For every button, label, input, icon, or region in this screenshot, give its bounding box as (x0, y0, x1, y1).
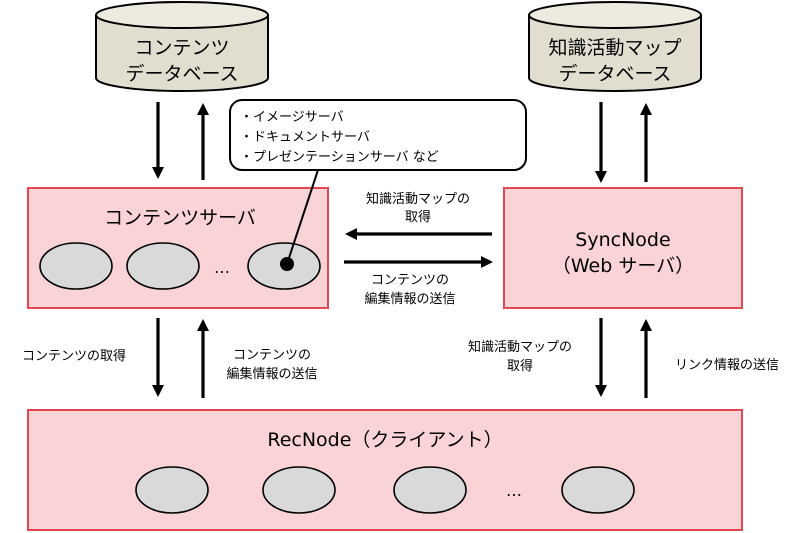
client-node-2 (262, 466, 336, 514)
callout-item-3: ・プレゼンテーションサーバ など (240, 150, 439, 165)
client-node-ellipsis: … (506, 481, 522, 500)
label-send-edit-left-2: 編集情報の送信 (226, 366, 317, 382)
label-get-map-top-1: 知識活動マップの (366, 191, 470, 207)
server-node-2 (126, 242, 200, 290)
contents-database-label-2: データベース (125, 63, 238, 85)
label-send-link: リンク情報の送信 (675, 358, 779, 373)
knowledge-map-database-top (528, 1, 702, 29)
knowledge-map-database-body (528, 15, 702, 92)
label-get-map-right-1: 知識活動マップの (468, 339, 572, 355)
knowledge-map-database-label-1: 知識活動マップ (548, 37, 681, 59)
callout-item-2: ・ドキュメントサーバ (240, 130, 370, 145)
syncnode-box: SyncNode （Web サーバ） (503, 187, 743, 309)
server-types-callout: ・イメージサーバ ・ドキュメントサーバ ・プレゼンテーションサーバ など (229, 99, 527, 265)
contents-database-top (95, 1, 269, 29)
callout-bubble (229, 99, 527, 171)
label-get-map-top-2: 取得 (405, 209, 431, 225)
label-send-edit-top-1: コンテンツの (371, 273, 449, 288)
server-node-ellipsis: … (214, 258, 230, 277)
label-get-contents: コンテンツの取得 (22, 348, 126, 364)
recnode-frame (27, 409, 743, 531)
syncnode-subtitle: （Web サーバ） (552, 255, 694, 277)
contents-database-body (95, 15, 269, 92)
contents-database-label-1: コンテンツ (134, 37, 229, 59)
client-node-3 (393, 466, 467, 514)
syncnode-frame (503, 187, 743, 309)
recnode-title: RecNode（クライアント） (267, 429, 502, 451)
label-send-edit-top-2: 編集情報の送信 (364, 291, 455, 307)
recnode-box: RecNode（クライアント） … (27, 409, 743, 531)
contents-server-title: コンテンツサーバ (104, 207, 256, 229)
callout-pointer-line (286, 169, 319, 265)
callout-item-1: ・イメージサーバ (240, 110, 344, 125)
label-get-map-right-2: 取得 (507, 358, 533, 374)
client-node-4 (561, 466, 635, 514)
syncnode-title: SyncNode (575, 229, 670, 251)
contents-database: コンテンツ データベース (95, 1, 269, 92)
knowledge-map-database-label-2: データベース (558, 63, 671, 85)
label-send-edit-left-1: コンテンツの (233, 348, 311, 363)
client-node-1 (135, 466, 209, 514)
knowledge-map-database: 知識活動マップ データベース (528, 1, 702, 92)
server-node-1 (39, 242, 113, 290)
contents-server-box: コンテンツサーバ … (27, 187, 329, 309)
